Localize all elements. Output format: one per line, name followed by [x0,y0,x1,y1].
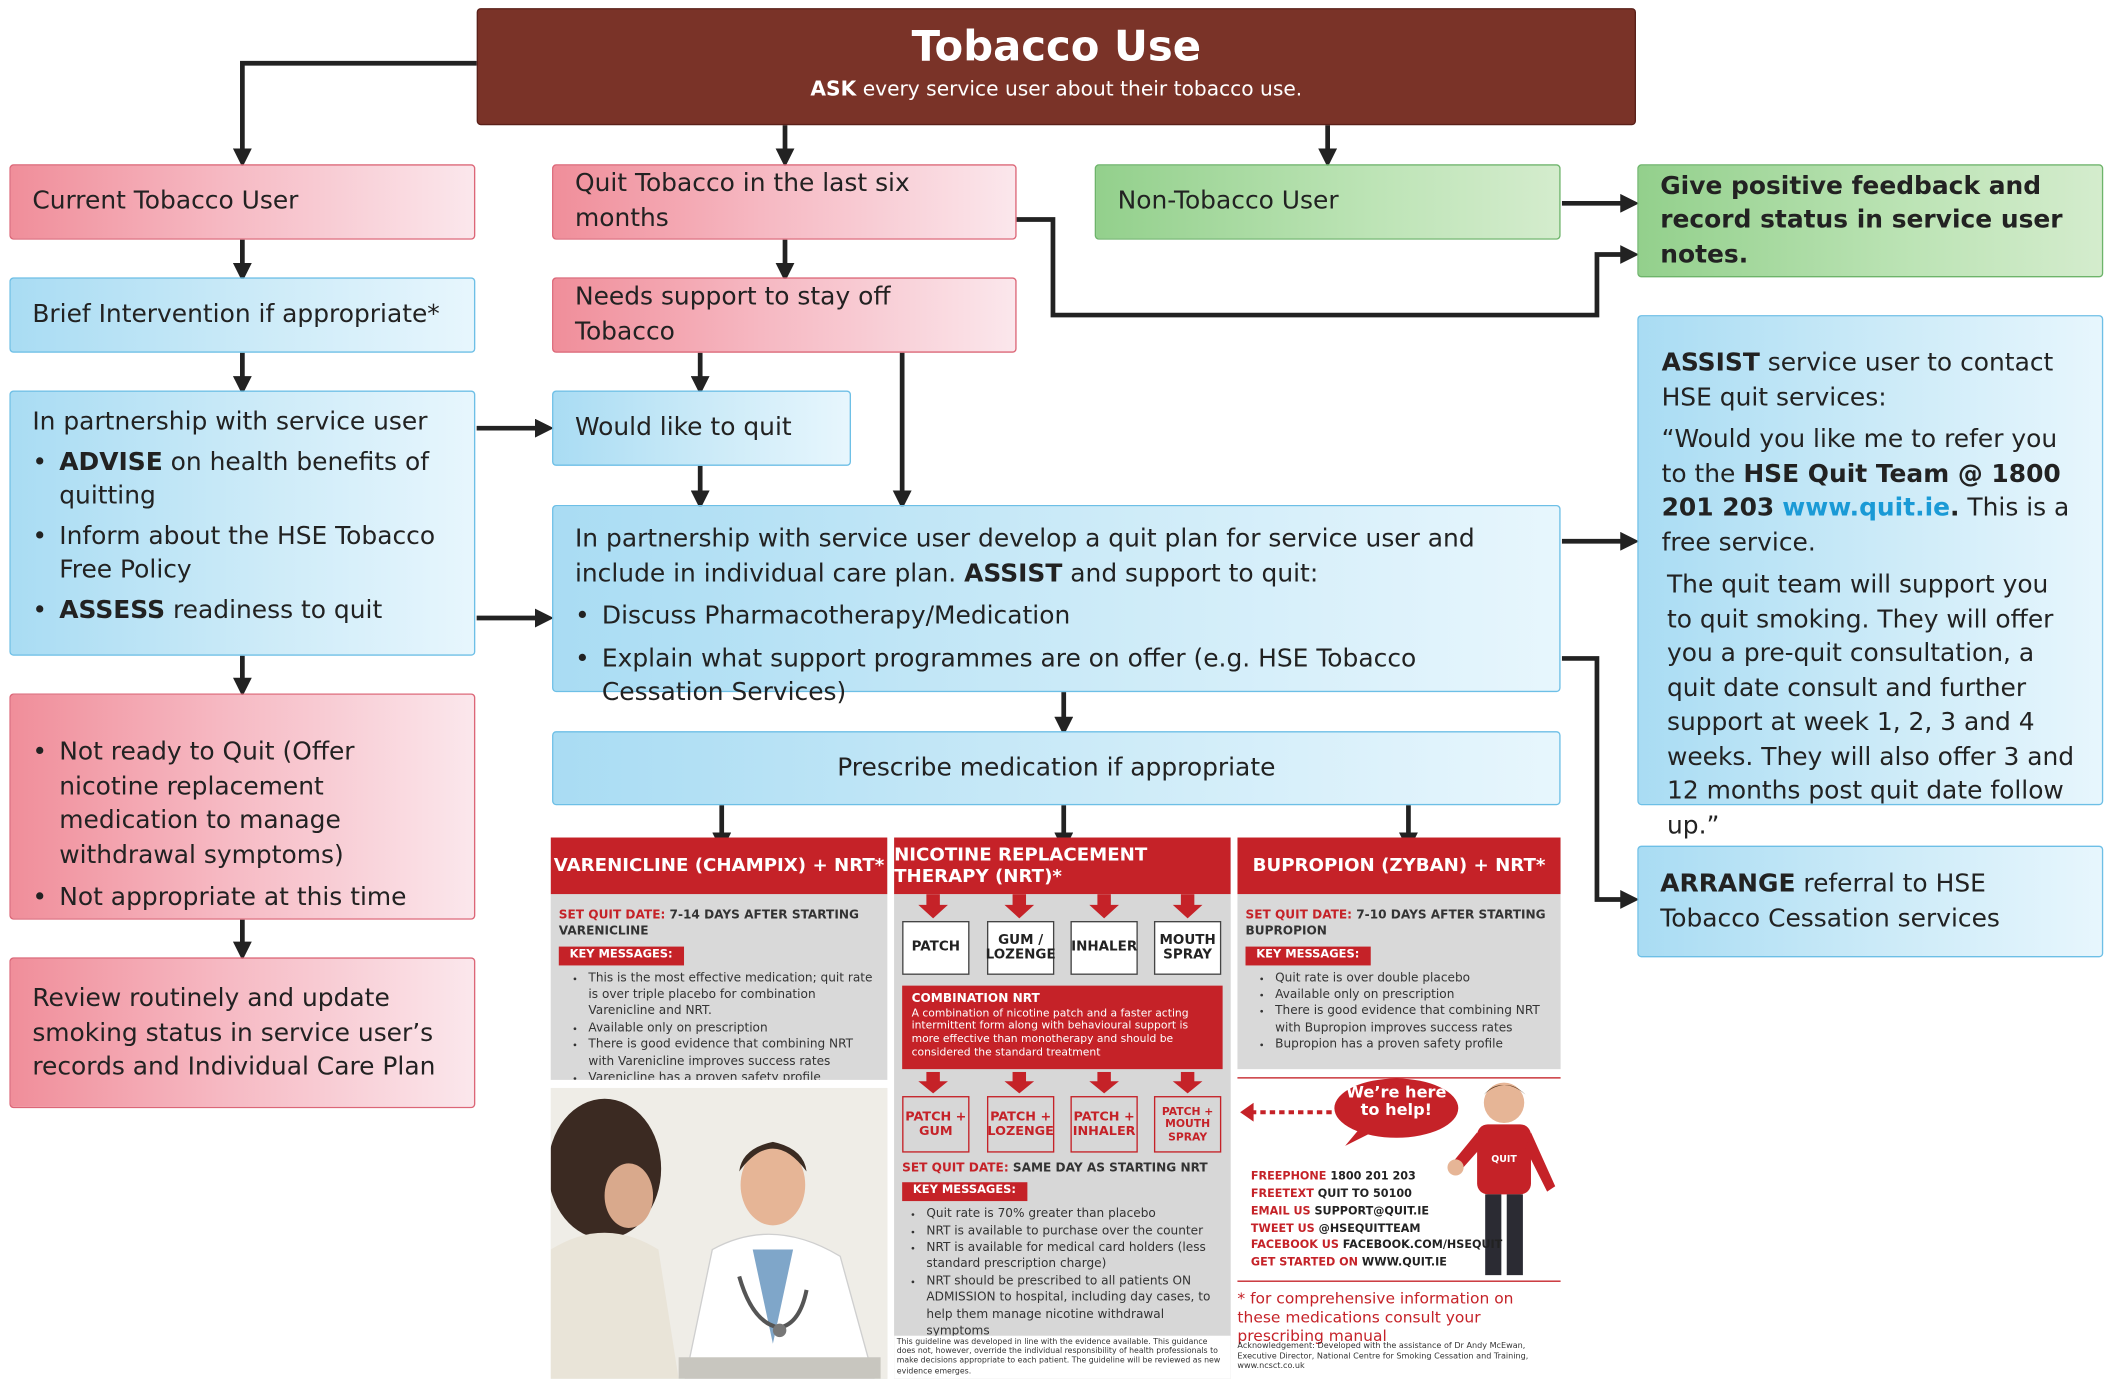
bupropion-panel: BUPROPION (ZYBAN) + NRT* SET QUIT DATE: … [1237,837,1561,1070]
positive-feedback-box: Give positive feedback and record status… [1637,164,2104,278]
quit-website-link[interactable]: www.quit.ie [1782,494,1951,523]
nrt-msg: Quit rate is 70% greater than placebo [926,1207,1225,1224]
bupropion-quit-date: SET QUIT DATE: 7-10 DAYS AFTER STARTING … [1245,908,1546,940]
advise-item: ADVISE on health benefits of quitting [32,445,452,514]
varenicline-msg: Varenicline has a proven safety profile [588,1070,879,1080]
would-like-quit-label: Would like to quit [574,413,792,442]
varenicline-msg: There is good evidence that combining NR… [588,1037,879,1070]
bupropion-msg: Bupropion has a proven safety profile [1275,1037,1552,1054]
not-appropriate-item: Not appropriate at this time [32,881,452,915]
combo-patch-spray: PATCH + MOUTH SPRAY [1153,1096,1222,1153]
contact-website[interactable]: GET STARTED ON WWW.QUIT.IE [1250,1255,1447,1269]
brief-intervention-label: Brief Intervention if appropriate* [32,300,440,329]
contact-freetext[interactable]: FREETEXT QUIT TO 50100 [1250,1186,1412,1200]
header-box: Tobacco Use ASK every service user about… [476,8,1636,126]
would-like-quit-box: Would like to quit [552,390,851,466]
needs-support-label: Needs support to stay off Tobacco [574,283,891,347]
nrt-title: NICOTINE REPLACEMENT THERAPY (NRT)* [894,837,1231,895]
nrt-msg: NRT is available to purchase over the co… [926,1223,1225,1240]
varenicline-quit-date: SET QUIT DATE: 7-14 DAYS AFTER STARTING … [558,908,859,940]
contact-email[interactable]: EMAIL US SUPPORT@QUIT.IE [1250,1203,1430,1217]
nrt-arrows [918,894,1203,919]
bupropion-msg: Available only on prescription [1275,987,1552,1004]
nrt-quit-date: SET QUIT DATE: SAME DAY AS STARTING NRT [902,1162,1208,1176]
header-ask: ASK every service user about their tobac… [810,76,1303,101]
review-label: Review routinely and update smoking stat… [32,984,436,1082]
varenicline-key-messages: KEY MESSAGES: [558,946,684,965]
non-user-box: Non-Tobacco User [1094,164,1561,240]
quit-six-months-label: Quit Tobacco in the last six months [574,170,910,233]
assist-support-text: The quit team will support you to quit s… [1666,571,2075,840]
review-box: Review routinely and update smoking stat… [9,957,476,1109]
not-ready-box: Not ready to Quit (Offer nicotine replac… [9,693,476,920]
varenicline-msg: This is the most effective medication; q… [588,970,879,1020]
quit-plan-item-programmes: Explain what support programmes are on o… [575,642,1538,711]
not-ready-item: Not ready to Quit (Offer nicotine replac… [32,735,452,872]
current-user-label: Current Tobacco User [32,187,299,216]
combination-arrows [918,1071,1203,1094]
contact-twitter[interactable]: TWEET US @HSEQUITTEAM [1250,1220,1421,1235]
quit-shirt-label: QUIT [1491,1153,1517,1165]
combination-nrt-text: A combination of nicotine patch and a fa… [911,1006,1189,1058]
varenicline-title: VARENICLINE (CHAMPIX) + NRT* [550,837,888,895]
combination-nrt-box: COMBINATION NRT A combination of nicotin… [902,985,1223,1070]
acknowledgement: Acknowledgement: Developed with the assi… [1237,1341,1529,1371]
help-contacts: FREEPHONE 1800 201 203 FREETEXT QUIT TO … [1251,1167,1502,1271]
assist-intro: ASSIST service user to contact HSE quit … [1661,348,2054,412]
prescribe-label: Prescribe medication if appropriate [837,753,1276,782]
brief-intervention-box: Brief Intervention if appropriate* [9,277,476,353]
combo-patch-lozenge: PATCH + LOZENGE [986,1096,1055,1153]
bupropion-msg: There is good evidence that combining NR… [1275,1004,1552,1037]
combination-nrt-title: COMBINATION NRT [911,992,1040,1006]
nrt-gum-lozenge: GUM / LOZENGE [986,921,1056,975]
inform-item: Inform about the HSE Tobacco Free Policy [32,519,452,588]
prescribing-footnote: * for comprehensive information on these… [1237,1288,1514,1345]
combo-patch-inhaler: PATCH + INHALER [1070,1096,1138,1153]
current-user-box: Current Tobacco User [9,164,476,240]
quit-six-months-box: Quit Tobacco in the last six months [552,164,1017,240]
contact-freephone[interactable]: FREEPHONE 1800 201 203 [1250,1168,1416,1183]
quit-mascot-illustration [1240,1078,1556,1276]
positive-feedback-label: Give positive feedback and record status… [1660,171,2063,269]
nrt-inhaler: INHALER [1070,921,1138,975]
nrt-key-messages: KEY MESSAGES: [902,1182,1027,1202]
bupropion-key-messages: KEY MESSAGES: [1245,946,1371,965]
bupropion-msg: Quit rate is over double placebo [1275,970,1552,987]
nrt-msg: NRT is available for medical card holder… [926,1240,1225,1273]
nrt-footnote: This guideline was developed in line wit… [894,1335,1231,1379]
nrt-msg: NRT should be prescribed to all patients… [926,1273,1225,1340]
bupropion-title: BUPROPION (ZYBAN) + NRT* [1237,837,1561,895]
needs-support-box: Needs support to stay off Tobacco [552,277,1017,353]
arrange-box: ARRANGE referral to HSE Tobacco Cessatio… [1637,845,2104,958]
help-bubble: We’re here to help! [1346,1082,1447,1120]
assist-box: ASSIST service user to contact HSE quit … [1637,315,2104,840]
arrange-label: ARRANGE referral to HSE Tobacco Cessatio… [1660,869,2000,933]
partnership-intro: In partnership with service user [32,407,428,437]
nrt-panel: NICOTINE REPLACEMENT THERAPY (NRT)* PATC… [894,837,1231,1379]
partnership-box: In partnership with service user ADVISE … [9,390,476,656]
assess-item: ASSESS readiness to quit [32,593,452,627]
quit-plan-box: In partnership with service user develop… [552,504,1561,707]
non-user-label: Non-Tobacco User [1117,187,1339,216]
combo-patch-gum: PATCH + GUM [902,1096,970,1153]
assist-quote: “Would you like me to refer you to the H… [1661,425,2070,557]
prescribe-box: Prescribe medication if appropriate [552,731,1561,806]
varenicline-panel: VARENICLINE (CHAMPIX) + NRT* SET QUIT DA… [550,837,888,1080]
doctor-consultation-photo [550,1087,888,1379]
help-panel: We’re here to help! QUIT FREEPHONE 1800 … [1237,1077,1561,1282]
quit-plan-text: In partnership with service user develop… [574,525,1475,588]
header-title: Tobacco Use [911,22,1202,72]
contact-facebook[interactable]: FACEBOOK US FACEBOOK.COM/HSEQUIT [1250,1238,1503,1252]
varenicline-msg: Available only on prescription [588,1020,879,1037]
nrt-patch: PATCH [902,921,970,975]
nrt-mouth-spray: MOUTH SPRAY [1153,921,1222,975]
quit-plan-item-pharmacotherapy: Discuss Pharmacotherapy/Medication [575,599,1538,633]
